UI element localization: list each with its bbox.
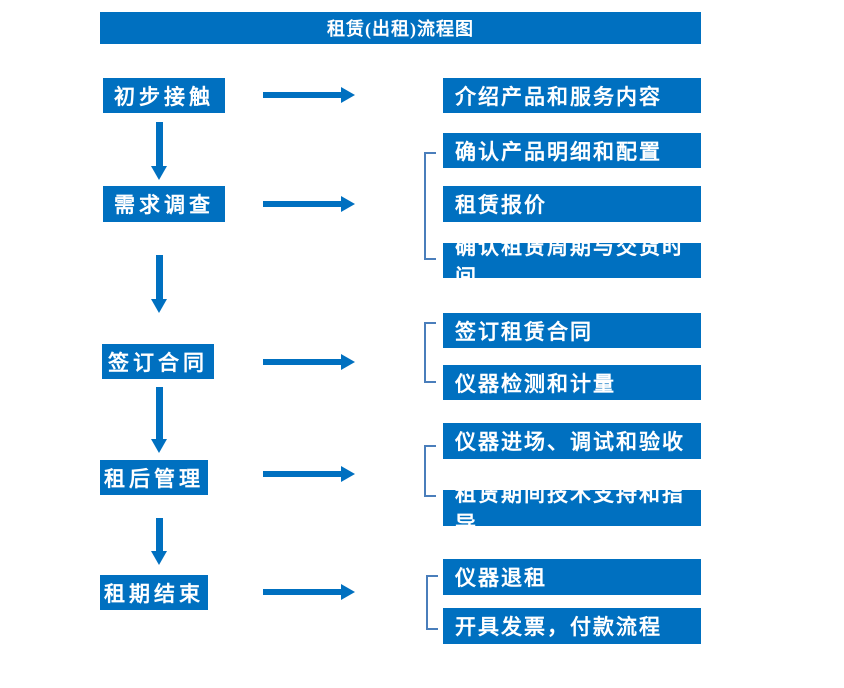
step-rental-end: 租期结束 (100, 575, 208, 610)
group-bracket (426, 575, 438, 630)
output-box: 介绍产品和服务内容 (443, 78, 701, 113)
right-arrow (263, 87, 355, 103)
down-arrow (151, 255, 168, 313)
step-demand-survey: 需求调查 (103, 186, 225, 222)
output-box: 仪器退租 (443, 559, 701, 595)
step-sign-contract: 签订合同 (102, 344, 214, 379)
output-box: 仪器检测和计量 (443, 365, 701, 400)
output-box: 开具发票，付款流程 (443, 608, 701, 644)
right-arrow (263, 466, 355, 482)
right-arrow (263, 354, 355, 370)
step-post-rental-management: 租后管理 (100, 460, 208, 495)
output-box: 仪器进场、调试和验收 (443, 423, 701, 459)
right-arrow (263, 196, 355, 212)
output-box: 确认租赁周期与交货时间 (443, 235, 701, 289)
group-bracket (424, 322, 436, 383)
output-box: 租赁报价 (443, 186, 701, 222)
output-box: 确认产品明细和配置 (443, 133, 701, 168)
flowchart-title: 租赁(出租)流程图 (100, 12, 701, 44)
group-bracket (424, 152, 436, 260)
output-box: 租赁期间技术支持和指导 (443, 482, 701, 536)
step-initial-contact: 初步接触 (103, 78, 225, 113)
group-bracket (424, 445, 436, 497)
down-arrow (151, 122, 168, 180)
output-box: 签订租赁合同 (443, 313, 701, 348)
right-arrow (263, 584, 355, 600)
down-arrow (151, 518, 168, 565)
down-arrow (151, 387, 168, 453)
